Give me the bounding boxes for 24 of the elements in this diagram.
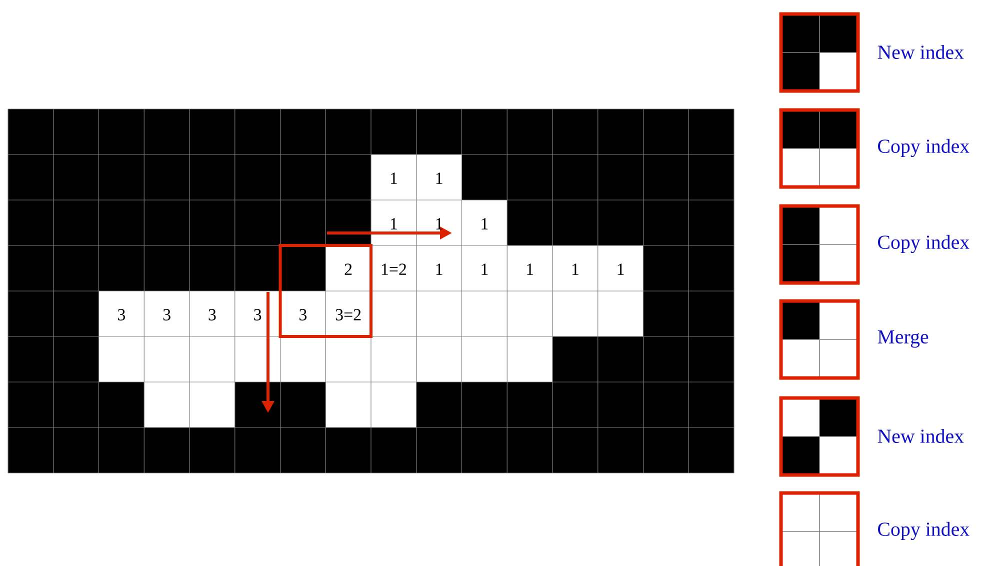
- cell-label: 3: [208, 309, 216, 320]
- cell-label: 1: [527, 264, 534, 275]
- cell-label: 3=2: [336, 309, 361, 320]
- cell-label: 1: [482, 264, 488, 275]
- legend-label: New index: [878, 428, 964, 443]
- cell-label: 1=2: [382, 264, 406, 275]
- cell-label: 3: [163, 309, 170, 320]
- cell-label: 1: [618, 264, 624, 275]
- legend-label: Copy index: [878, 522, 970, 540]
- cell-label: 1: [482, 218, 488, 230]
- cell-label: 1: [572, 264, 578, 275]
- cell-label: 1: [436, 264, 442, 275]
- cell-label: 2: [344, 264, 352, 275]
- legend-label: Copy index: [878, 234, 970, 254]
- cell-label: 3: [254, 309, 262, 320]
- cell-label: 3: [300, 309, 307, 320]
- cell-label: 1: [390, 172, 397, 184]
- legend-label: Merge: [878, 330, 928, 348]
- cell-label: 1: [390, 218, 397, 230]
- cell-label: 3: [118, 309, 126, 320]
- cell-label: 1: [436, 172, 442, 184]
- legend-label: New index: [878, 44, 964, 59]
- legend-label: Copy index: [878, 138, 970, 158]
- cell-label: 1: [436, 218, 442, 230]
